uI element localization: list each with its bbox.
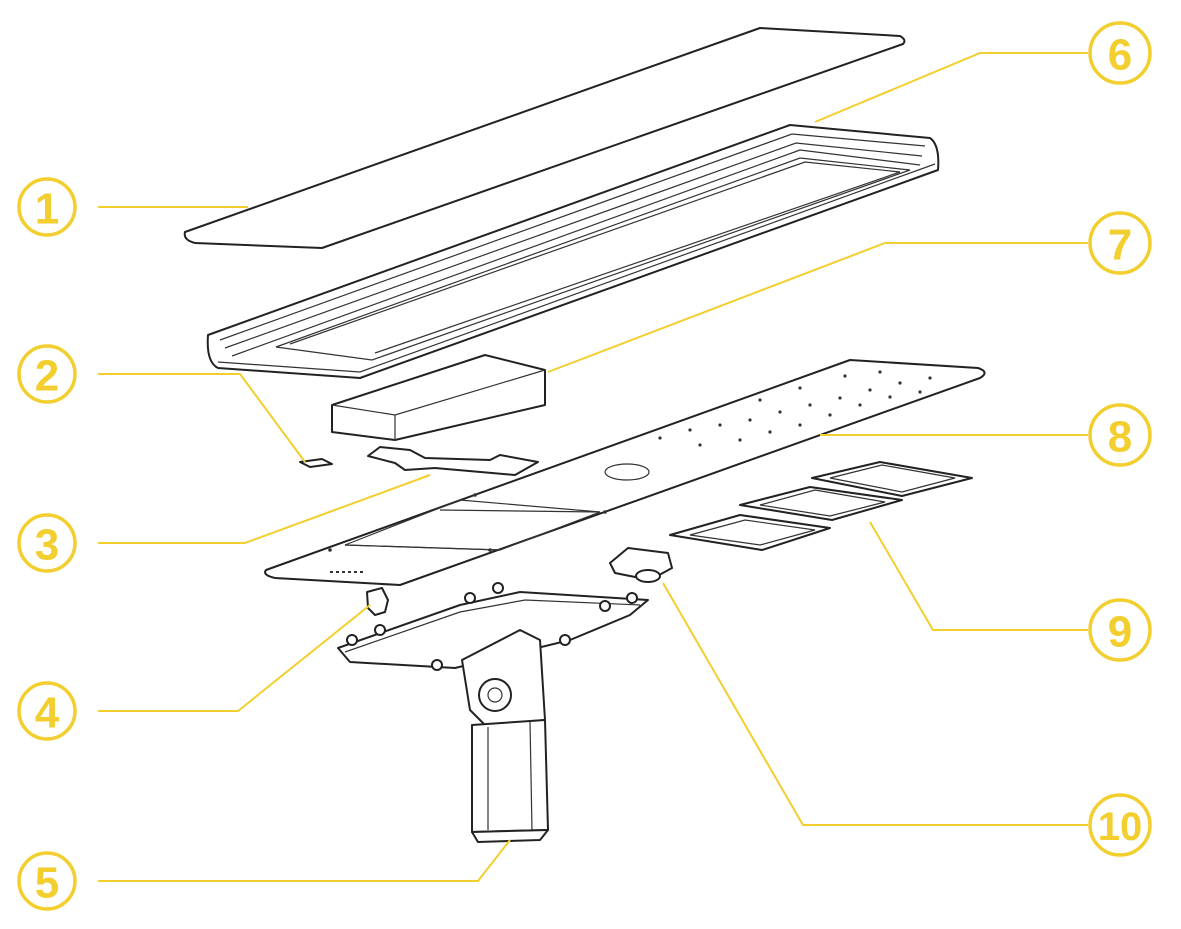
callout-4: 4 bbox=[17, 681, 77, 741]
leader-lines bbox=[98, 52, 1088, 882]
callout-3: 3 bbox=[17, 513, 77, 573]
svg-text:5: 5 bbox=[35, 859, 59, 908]
callout-5: 5 bbox=[17, 851, 77, 911]
svg-text:8: 8 bbox=[1108, 413, 1132, 462]
leader-2 bbox=[98, 373, 306, 463]
top-panel bbox=[183, 27, 906, 249]
leader-3 bbox=[98, 474, 431, 544]
leader-5 bbox=[98, 839, 511, 882]
svg-text:2: 2 bbox=[35, 352, 59, 401]
svg-text:4: 4 bbox=[35, 689, 60, 738]
leader-7 bbox=[547, 242, 1088, 373]
sensor bbox=[609, 547, 673, 583]
callout-7: 7 bbox=[1088, 211, 1152, 275]
led-modules bbox=[669, 461, 973, 551]
svg-text:10: 10 bbox=[1098, 805, 1143, 849]
svg-text:1: 1 bbox=[35, 185, 59, 234]
leader-9 bbox=[869, 521, 1088, 631]
callout-6: 6 bbox=[1088, 21, 1152, 85]
svg-text:7: 7 bbox=[1108, 221, 1132, 270]
housing-plate bbox=[264, 359, 986, 586]
battery-box bbox=[331, 354, 546, 441]
frame bbox=[206, 124, 940, 379]
svg-text:3: 3 bbox=[35, 521, 59, 570]
callout-8: 8 bbox=[1088, 403, 1152, 467]
mounting-bracket bbox=[337, 582, 649, 843]
bracket-bolts bbox=[346, 582, 638, 671]
callout-2: 2 bbox=[17, 344, 77, 404]
callout-1: 1 bbox=[17, 177, 77, 237]
small-connector bbox=[299, 458, 333, 468]
leader-6 bbox=[814, 52, 1088, 123]
mounting-holes bbox=[328, 370, 932, 552]
callout-10: 10 bbox=[1088, 793, 1152, 857]
leader-10 bbox=[662, 582, 1088, 826]
svg-text:9: 9 bbox=[1108, 608, 1132, 657]
leader-4 bbox=[98, 604, 371, 712]
svg-text:6: 6 bbox=[1108, 31, 1132, 80]
callout-9: 9 bbox=[1088, 598, 1152, 662]
vent-holes bbox=[330, 571, 363, 573]
controller-board bbox=[367, 446, 539, 476]
cable-gland bbox=[366, 587, 389, 616]
